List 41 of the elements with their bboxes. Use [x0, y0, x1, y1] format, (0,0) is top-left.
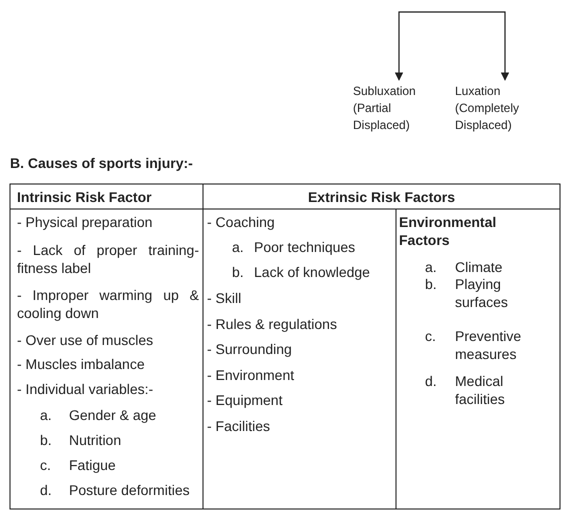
list-marker: b. — [40, 431, 53, 449]
section-heading: B. Causes of sports injury:- — [10, 154, 193, 172]
list-item: Fatigue — [69, 456, 116, 474]
list-item: - Improper warming up & cooling down — [17, 286, 199, 322]
list-marker: a. — [40, 406, 53, 424]
node-text: Luxation (Completely Displaced) — [455, 83, 533, 134]
list-item: Preventive measures — [455, 327, 522, 363]
sub-heading: Environmental Factors — [399, 213, 498, 249]
column-header: Extrinsic Risk Factors — [306, 188, 456, 206]
list-item: - Physical preparation — [17, 213, 154, 231]
list-marker: a. — [232, 238, 245, 256]
list-marker: a. — [425, 258, 438, 276]
list-item: Poor techniques — [254, 238, 356, 256]
node-text: Subluxation (Partial Displaced) — [353, 83, 427, 134]
list-item: - Rules & regulations — [207, 315, 338, 333]
list-marker: b. — [425, 275, 438, 294]
list-item: - Facilities — [207, 417, 272, 435]
list-item: - Muscles imbalance — [17, 355, 146, 373]
list-item: - Individual variables:- — [17, 380, 154, 398]
list-item: - Equipment — [207, 391, 284, 409]
list-item: Gender & age — [69, 406, 156, 424]
list-item: Medical facilities — [455, 372, 506, 408]
list-item: - Surrounding — [207, 340, 293, 358]
arrow — [452, 11, 510, 81]
list-marker: d. — [40, 481, 53, 499]
list-item: Playing surfaces — [455, 275, 509, 311]
list-item: - Skill — [207, 289, 242, 307]
list-marker: c. — [40, 456, 52, 474]
list-item: Lack of knowledge — [254, 263, 370, 281]
list-item: - Over use of muscles — [17, 331, 154, 349]
column-header: Intrinsic Risk Factor — [17, 188, 153, 206]
list-item: Posture deformities — [69, 481, 190, 499]
list-marker: b. — [232, 263, 245, 281]
list-marker: d. — [425, 372, 438, 391]
list-item: - Coaching — [207, 213, 276, 231]
list-item: - Lack of proper training-fitness label — [17, 241, 199, 277]
list-item: Climate — [455, 258, 502, 276]
list-item: - Environment — [207, 366, 296, 384]
list-marker: c. — [425, 327, 437, 346]
arrow — [394, 11, 452, 81]
list-item: Nutrition — [69, 431, 122, 449]
